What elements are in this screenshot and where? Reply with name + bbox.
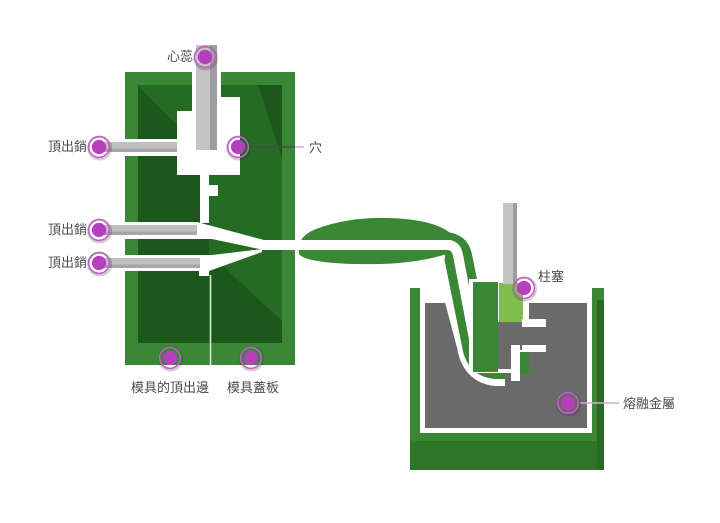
- ejector-pin-2: [104, 225, 197, 232]
- mold-shading-top-right: [258, 85, 282, 158]
- marker-dot: [91, 139, 107, 155]
- marker-dot: [243, 350, 259, 366]
- marker-ring: [512, 276, 536, 300]
- pot-right-edge: [597, 300, 604, 470]
- label-plunger: 柱塞: [538, 269, 564, 284]
- nozzle-channel: [262, 240, 452, 250]
- ejector-pin-1: [104, 142, 177, 149]
- plunger-rod: [503, 203, 517, 284]
- intake-port: [522, 327, 546, 345]
- marker-core: [193, 45, 219, 71]
- marker-dot: [197, 49, 213, 65]
- plunger-rod-shade: [513, 203, 517, 284]
- marker-dot: [162, 350, 178, 366]
- label-mold-cover: 模具蓋板: [227, 380, 279, 395]
- marker-ring: [158, 346, 182, 370]
- marker-dot: [560, 395, 576, 411]
- marker-cavity: [226, 135, 252, 161]
- marker-ejector-pin-mid: [87, 218, 113, 244]
- marker-ejector-pin-top: [87, 135, 113, 161]
- cylinder-right-wall: [511, 345, 520, 381]
- marker-dot: [516, 280, 532, 296]
- labels: 心蕊 穴 頂出銷 頂出銷 頂出銷 模具的頂出邊 模具蓋板 柱塞 熔融金屬: [48, 49, 675, 411]
- ejector-pin-3-shade: [104, 264, 200, 268]
- marker-ejector-pin-bottom: [87, 251, 113, 277]
- marker-plunger: [512, 276, 538, 302]
- mold-cavity: [177, 97, 240, 223]
- furnace-pot: [410, 288, 604, 470]
- label-cavity: 穴: [309, 140, 322, 155]
- label-ejector-pin-bottom: 頂出銷: [48, 255, 87, 270]
- intake-port-top-wall: [522, 319, 546, 327]
- ejector-pin-2-shade: [104, 231, 197, 235]
- label-molten-metal: 熔融金屬: [623, 396, 675, 411]
- marker-molten-metal: [556, 391, 582, 417]
- ejector-pin-3: [104, 258, 200, 265]
- mold-shading-cover-half: [211, 255, 282, 343]
- marker-ring: [87, 218, 111, 242]
- label-ejector-pin-mid: 頂出銷: [48, 222, 87, 237]
- cylinder-metal-lower: [498, 350, 511, 369]
- ejector-pin-1-shade: [104, 148, 177, 152]
- gooseneck-assembly: [440, 203, 546, 386]
- core-rod: [196, 45, 217, 150]
- marker-mold-cover: [239, 346, 265, 372]
- cylinder-right-green: [520, 352, 529, 374]
- marker-dot: [91, 222, 107, 238]
- marker-mold-ejector-side: [158, 346, 184, 372]
- mold-parting-line: [209, 275, 212, 365]
- pot-front-face: [410, 441, 604, 470]
- core-rod-shade: [210, 45, 217, 150]
- marker-ring: [87, 251, 111, 275]
- core-rod-body: [196, 45, 210, 150]
- markers: [87, 45, 582, 417]
- marker-ring: [87, 135, 111, 159]
- ejector-pins: [104, 142, 200, 268]
- injection-cylinder: [469, 279, 546, 381]
- marker-ring: [556, 391, 580, 415]
- label-mold-ejector-side: 模具的頂出邊: [131, 380, 209, 395]
- marker-dot: [230, 139, 246, 155]
- marker-dot: [91, 255, 107, 271]
- intake-port-bottom-wall: [522, 345, 546, 352]
- marker-ring: [193, 45, 217, 69]
- label-ejector-pin-top: 頂出銷: [48, 139, 87, 154]
- cylinder-left-wall: [473, 282, 498, 372]
- marker-ring: [226, 135, 250, 159]
- leader-lines: [249, 146, 619, 404]
- marker-ring: [239, 346, 263, 370]
- label-core: 心蕊: [167, 49, 193, 64]
